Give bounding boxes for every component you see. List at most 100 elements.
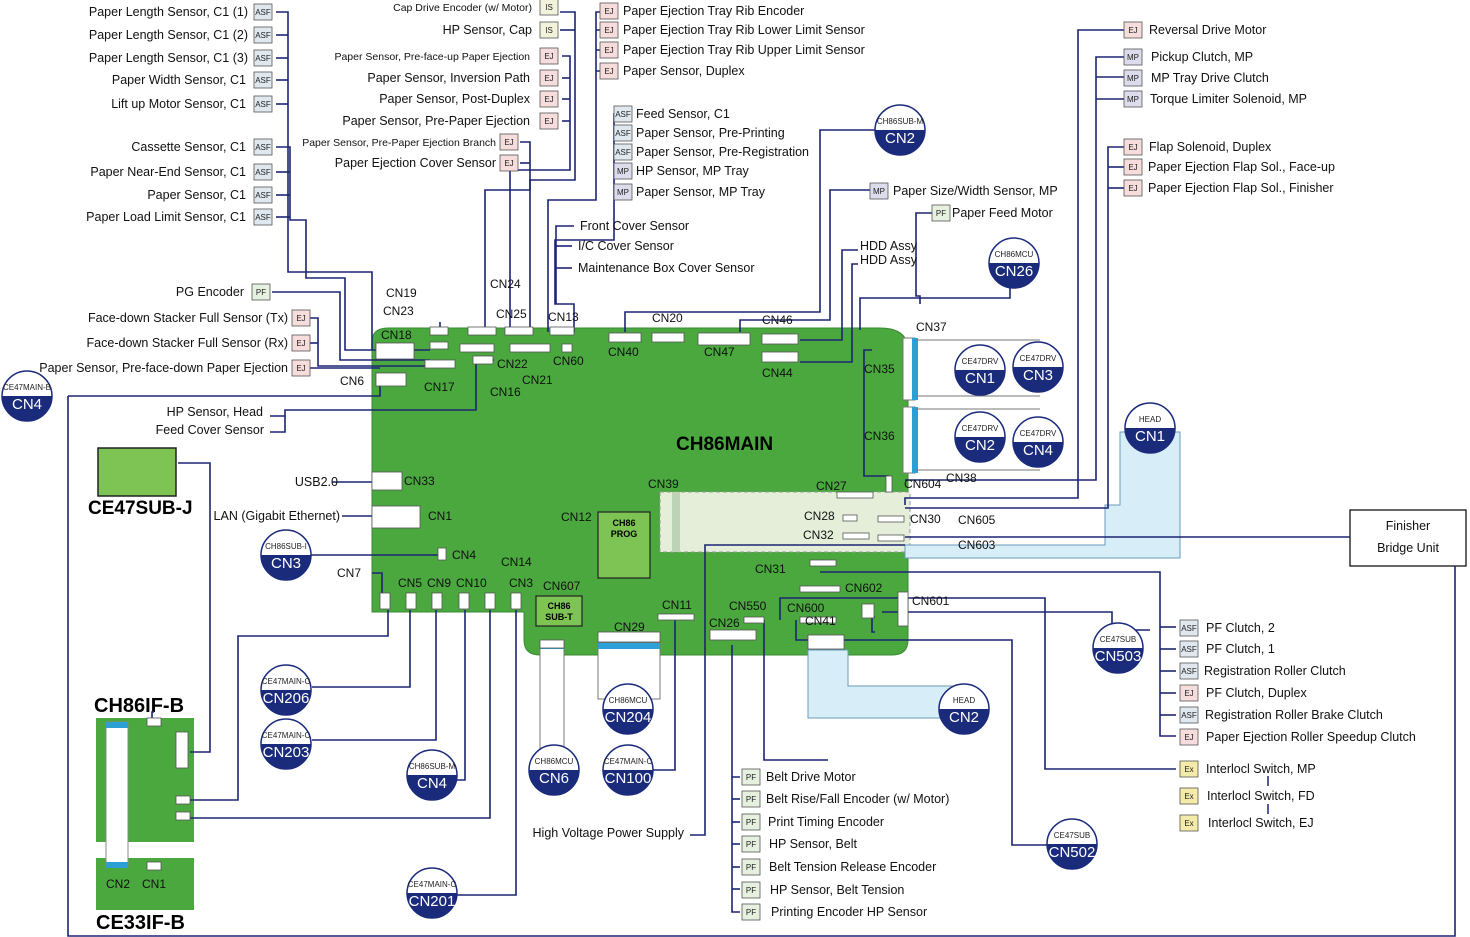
component-label: Interlocl Switch, EJ Ex [1179, 814, 1314, 832]
circle-connector-name: CN201 [409, 893, 456, 910]
component-label: Feed Cover Sensor [156, 423, 264, 437]
wire [68, 380, 381, 397]
flex-edge [672, 492, 680, 552]
circle-connector-name: CN2 [885, 130, 915, 147]
component-tag-text: IS [545, 26, 553, 35]
circle-board-title: CE47MAIN-C [262, 677, 311, 686]
wire [779, 597, 1176, 770]
component-tag-text: MP [1127, 95, 1139, 104]
component-name: Paper Sensor, Pre-Printing [636, 126, 785, 140]
component-tag-text: PF [746, 773, 756, 782]
circle-connector-name: CN2 [949, 709, 979, 726]
connector-block [509, 343, 551, 353]
component-name: Paper Length Sensor, C1 (3) [89, 51, 248, 65]
component-tag: EJ [599, 21, 619, 39]
component-tag: Ex [1179, 814, 1199, 832]
component-tag-text: ASF [1181, 711, 1197, 720]
component-name: Paper Sensor, Post-Duplex [379, 92, 531, 106]
component-tag: MP [613, 162, 633, 180]
circle-board-title: HEAD [953, 696, 975, 705]
circle-connector-name: CN206 [263, 690, 310, 707]
component-label: Paper Sensor, Pre-face-down Paper Ejecti… [39, 359, 311, 377]
subt-label-2: SUB-T [545, 612, 573, 622]
connector-label: CN602 [845, 581, 883, 595]
board-connector-circle: CH86SUB-M CN4 [406, 749, 458, 801]
component-tag-text: PF [746, 818, 756, 827]
connector-block [175, 811, 191, 821]
component-name: Interlocl Switch, FD [1207, 789, 1315, 803]
component-tag-text: EJ [604, 7, 613, 16]
connector-label: CN604 [904, 477, 942, 491]
circle-connector-name: CN203 [263, 744, 310, 761]
component-name: Feed Cover Sensor [156, 423, 264, 437]
component-name: Belt Drive Motor [766, 770, 856, 784]
component-tag-text: ASF [615, 129, 631, 138]
component-tag-text: Ex [1184, 819, 1193, 828]
component-tag: EJ [539, 69, 559, 87]
component-tag: ASF [253, 26, 273, 44]
component-tag-text: PF [256, 288, 266, 297]
component-tag: EJ [1123, 138, 1143, 156]
component-tag: PF [741, 903, 761, 921]
component-tag-text: EJ [296, 314, 305, 323]
connector-block [761, 333, 799, 345]
circle-board-title: CH86SUB-M [409, 762, 456, 771]
drv-flat-cables [902, 337, 1040, 474]
component-tag: ASF [253, 208, 273, 226]
connector-label: CN603 [958, 538, 996, 552]
component-name: Registration Roller Clutch [1204, 664, 1346, 678]
component-name: Paper Size/Width Sensor, MP [893, 184, 1058, 198]
circle-connector-name: CN502 [1049, 844, 1096, 861]
component-label: Paper Sensor, Inversion Path EJ [367, 69, 559, 87]
component-name: Interlocl Switch, EJ [1208, 816, 1314, 830]
component-name: Face-down Stacker Full Sensor (Rx) [87, 336, 288, 350]
component-name: Paper Sensor, Pre-Paper Ejection Branch [302, 137, 496, 149]
component-tag-text: MP [1127, 53, 1139, 62]
connector-label: CN37 [916, 320, 947, 334]
if-flat-cable-bottom [106, 862, 128, 868]
connector-label: CN26 [709, 616, 740, 630]
connector-label: CN19 [386, 286, 417, 300]
connector-label: CN23 [383, 304, 414, 318]
connector-label: CN60 [553, 354, 584, 368]
circle-connector-name: CN4 [417, 775, 447, 792]
wire [905, 146, 1124, 509]
component-name: Paper Sensor, Pre-Registration [636, 145, 809, 159]
connector-block [561, 343, 573, 353]
wire [763, 620, 828, 761]
connector-label: CN10 [456, 576, 487, 590]
wire [820, 571, 1176, 737]
component-tag: ASF [253, 49, 273, 67]
connector-label: CN6 [340, 374, 364, 388]
connector-block [549, 326, 575, 336]
component-tag: EJ [1179, 684, 1199, 702]
circle-board-title: CE47MAIN-C [262, 731, 311, 740]
connector-block [597, 631, 661, 643]
connector-label: CN13 [548, 310, 579, 324]
component-tag: EJ [599, 2, 619, 20]
wire [547, 11, 618, 332]
component-tag: MP [869, 182, 889, 200]
component-tag: ASF [1179, 662, 1199, 680]
component-tag-text: ASF [615, 110, 631, 119]
prog-board [597, 511, 651, 579]
wire [178, 462, 211, 753]
component-name: Paper Sensor, Inversion Path [367, 71, 530, 85]
component-tag-text: EJ [1128, 184, 1137, 193]
wire [859, 287, 1011, 330]
component-tag-text: ASF [615, 148, 631, 157]
component-tag-text: EJ [544, 95, 553, 104]
finisher-label-1: Finisher [1386, 519, 1430, 533]
connector-label: CN35 [864, 362, 895, 376]
